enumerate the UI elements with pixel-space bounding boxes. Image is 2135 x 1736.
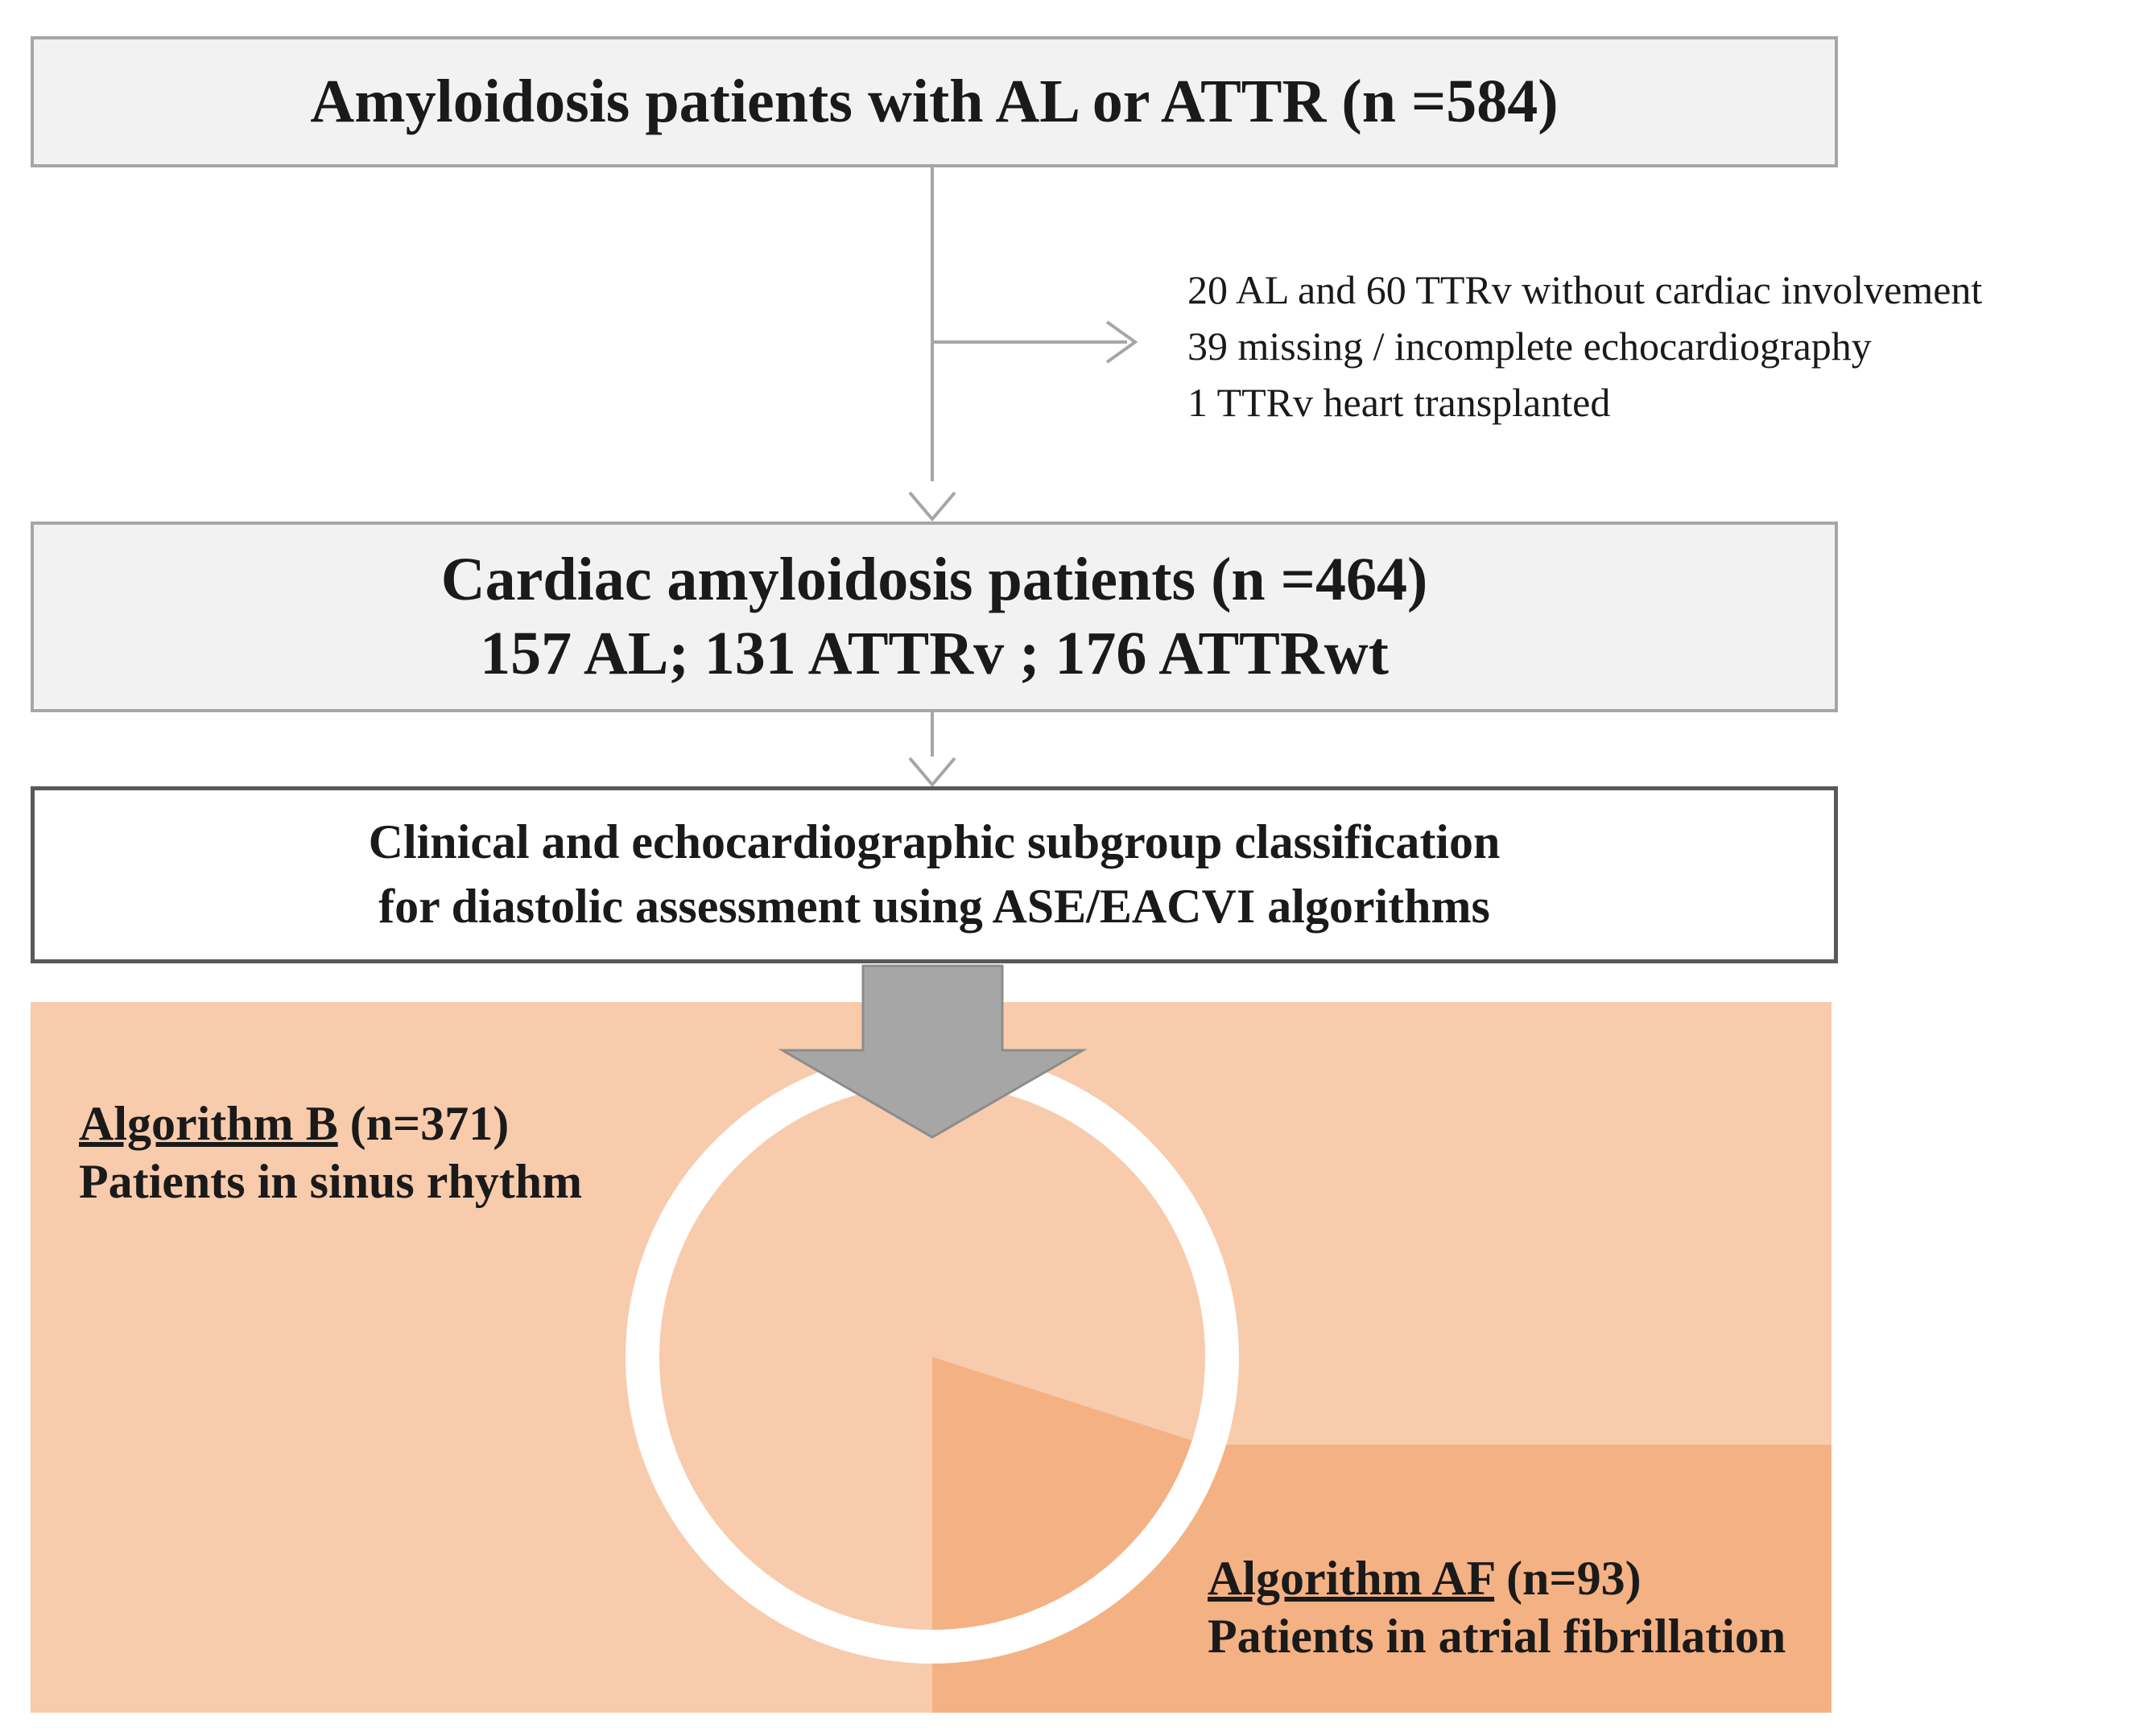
exclusion-item: 1 TTRv heart transplanted: [1187, 380, 1611, 425]
classification-line-2: for diastolic assessment using ASE/EACVI…: [378, 880, 1490, 933]
classification-flow-arrowhead: [908, 757, 956, 788]
classification-box: Clinical and echocardiographic subgroup …: [31, 786, 1838, 963]
algorithm-af-count: (n=93): [1494, 1552, 1642, 1605]
cardiac-patients-box: Cardiac amyloidosis patients (n =464) 15…: [31, 522, 1838, 712]
cardiac-patients-label: Cardiac amyloidosis patients (n =464): [440, 546, 1428, 614]
total-patients-label: Amyloidosis patients with AL or ATTR (n …: [310, 67, 1559, 135]
classification-line-1: Clinical and echocardiographic subgroup …: [368, 815, 1501, 869]
exclusion-arrowhead: [1105, 320, 1138, 364]
algorithm-b-name: Algorithm B: [79, 1097, 338, 1150]
atrial-fibrillation-slice: [932, 1357, 1208, 1647]
total-patients-box: Amyloidosis patients with AL or ATTR (n …: [31, 36, 1838, 167]
exclusion-list: 20 AL and 60 TTRv without cardiac involv…: [1187, 262, 1982, 431]
atrial-fibrillation-group-label: Algorithm AF (n=93) Patients in atrial f…: [1208, 1549, 1786, 1665]
algorithm-b-count: (n=371): [337, 1097, 510, 1150]
cardiac-subtypes-label: 157 AL; 131 ATTRv ; 176 ATTRwt: [480, 619, 1389, 687]
algorithm-af-name: Algorithm AF: [1208, 1552, 1495, 1605]
sinus-rhythm-group-label: Algorithm B (n=371) Patients in sinus rh…: [79, 1095, 582, 1210]
main-flow-arrowhead: [908, 491, 956, 522]
algorithm-af-description: Patients in atrial fibrillation: [1208, 1610, 1786, 1663]
algorithm-b-description: Patients in sinus rhythm: [79, 1155, 583, 1208]
exclusion-item: 39 missing / incomplete echocardiography: [1187, 324, 1872, 369]
exclusion-item: 20 AL and 60 TTRv without cardiac involv…: [1187, 267, 1983, 312]
big-down-arrow: [778, 964, 1088, 1139]
